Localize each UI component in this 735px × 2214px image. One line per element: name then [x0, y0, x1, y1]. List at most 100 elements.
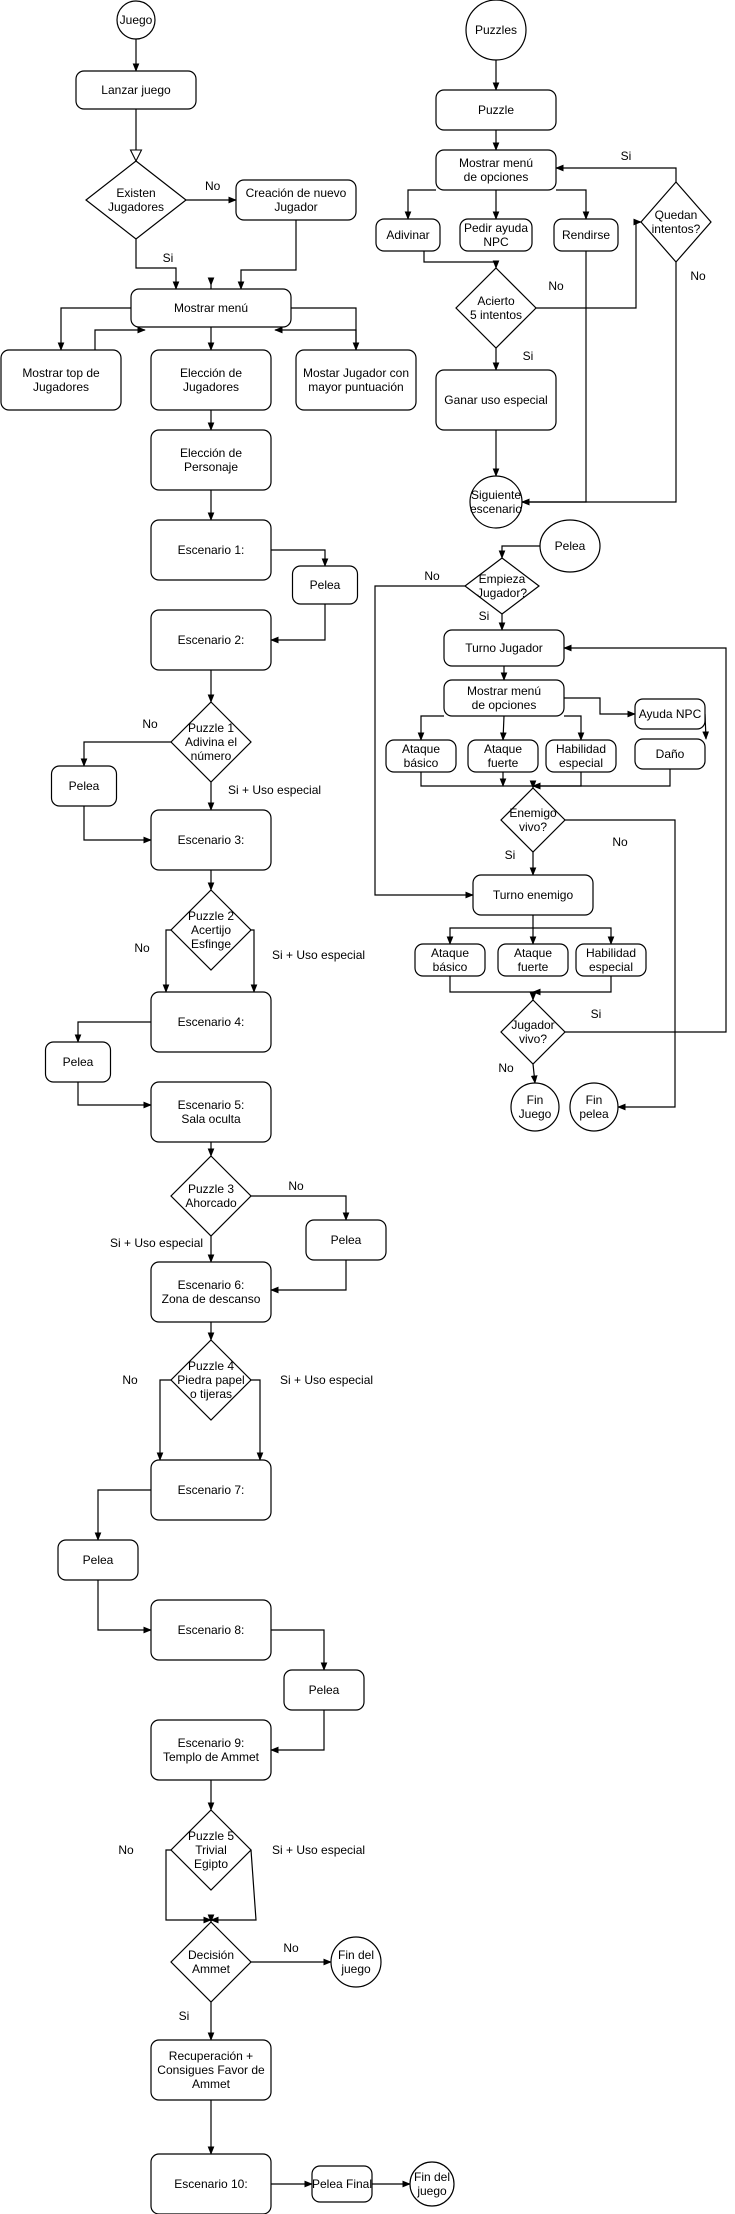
edge-arrow — [532, 772, 582, 790]
node-label: Escenario 7: — [178, 1483, 245, 1497]
node-label: Sala oculta — [181, 1112, 241, 1126]
node-label: Escenario 10: — [174, 2177, 247, 2191]
edge-label-dec-no: No — [283, 1941, 299, 1955]
node-label: mayor puntuación — [308, 380, 403, 394]
node-label: Escenario 1: — [178, 543, 245, 557]
edge-label-p5-no: No — [118, 1843, 134, 1857]
node-label: Juego — [120, 13, 153, 27]
edge-label-dec-si: Si — [179, 2009, 190, 2023]
edge-arrow — [404, 189, 436, 220]
puzzles-node: Puzzles — [465, 0, 527, 61]
node-label: Escenario 6: — [178, 1278, 245, 1292]
node-label: Fin del — [338, 1948, 374, 1962]
turno-ene-node: Turno enemigo — [472, 874, 594, 916]
edge-arrow — [555, 164, 677, 182]
edge-label-jugvivo-no: No — [498, 1061, 514, 1075]
edge-arrow — [162, 929, 171, 993]
node-label: Quedan — [655, 208, 698, 222]
node-label: fuerte — [518, 960, 549, 974]
edge-label-quedan-no: No — [690, 269, 706, 283]
puzzle-node: Puzzle — [435, 89, 557, 131]
esc4-node: Escenario 4: — [150, 991, 272, 1053]
node-label: escenario — [470, 502, 522, 516]
node-label: Adivinar — [386, 228, 429, 242]
node-label: Juego — [519, 1107, 552, 1121]
edge-label-p1-si: Si + Uso especial — [228, 783, 321, 797]
node-label: básico — [433, 960, 468, 974]
node-label: Pelea — [63, 1055, 94, 1069]
node-label: Jugador — [511, 1018, 554, 1032]
node-label: Puzzle 3 — [188, 1182, 234, 1196]
edge-arrow — [210, 1849, 257, 1924]
edge-arrow — [271, 549, 329, 567]
juego-node: Juego — [116, 0, 156, 40]
edge-label-enemigo-si: Si — [505, 848, 516, 862]
node-label: Siguiente — [471, 488, 521, 502]
edge-label-existen-no: No — [205, 179, 221, 193]
esc6-node: Escenario 6:Zona de descanso — [150, 1261, 272, 1323]
edge-arrow — [94, 1489, 151, 1541]
node-label: Escenario 2: — [178, 633, 245, 647]
edge-label-acierto-si: Si — [523, 349, 534, 363]
esc9-node: Escenario 9:Templo de Ammet — [150, 1719, 272, 1781]
node-label: Ayuda NPC — [639, 707, 702, 721]
node-label: Fin — [586, 1093, 603, 1107]
edge-label-p3-si: Si + Uso especial — [110, 1236, 203, 1250]
node-label: de opciones — [464, 170, 529, 184]
node-label: Jugadores — [108, 200, 164, 214]
edge-label-quedan-si: Si — [621, 149, 632, 163]
node-label: Turno Jugador — [465, 641, 543, 655]
node-label: básico — [404, 756, 439, 770]
edge-arrow — [423, 251, 500, 269]
edge-label-p4-si: Si + Uso especial — [280, 1373, 373, 1387]
menu-node: Mostrar menú — [130, 288, 292, 328]
node-label: Piedra papel — [177, 1373, 244, 1387]
edge-label-p4-no: No — [122, 1373, 138, 1387]
edge-arrow — [564, 715, 585, 741]
edge-label-p3-no: No — [288, 1179, 304, 1193]
edge-arrow — [270, 1260, 347, 1294]
adivinar-node: Adivinar — [375, 218, 441, 252]
node-label: Empieza — [479, 572, 526, 586]
esc10-node: Escenario 10: — [150, 2153, 272, 2214]
edge-label-jugvivo-si: Si — [591, 1007, 602, 1021]
node-label: 5 intentos — [470, 308, 522, 322]
node-label: Mostar Jugador con — [303, 366, 409, 380]
pelea3-node: Pelea — [44, 1041, 112, 1083]
node-label: Ammet — [192, 1962, 231, 1976]
edge-label-p5-si: Si + Uso especial — [272, 1843, 365, 1857]
node-label: Jugador? — [477, 586, 527, 600]
edge-arrow — [499, 715, 507, 741]
node-label: Puzzle 5 — [188, 1829, 234, 1843]
node-label: Decisión — [188, 1948, 234, 1962]
node-label: Consigues Favor de — [157, 2063, 265, 2077]
node-label: Escenario 9: — [178, 1736, 245, 1750]
edge-arrow — [165, 1849, 212, 1924]
edge-label-empieza-si: Si — [479, 609, 490, 623]
node-label: pelea — [579, 1107, 609, 1121]
node-label: especial — [559, 756, 603, 770]
node-label: Habilidad — [556, 742, 606, 756]
node-label: Pedir ayuda — [464, 221, 528, 235]
node-label: Existen — [116, 186, 155, 200]
node-label: Puzzle — [478, 103, 514, 117]
edge-arrow — [533, 927, 615, 945]
node-label: Pelea — [309, 1683, 340, 1697]
node-label: Lanzar juego — [101, 83, 171, 97]
